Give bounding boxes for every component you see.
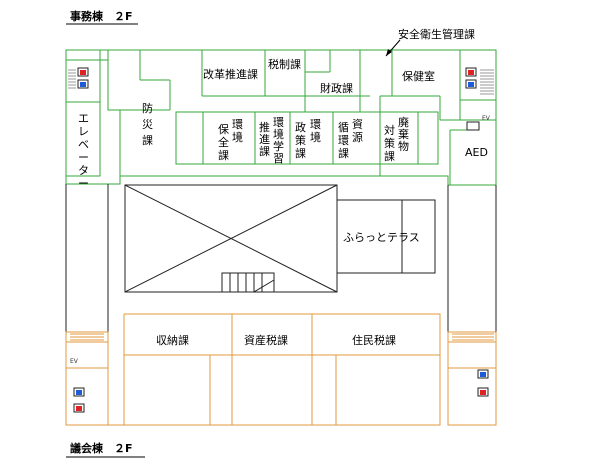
room-shuno: 収納課 <box>156 333 189 347</box>
room-kankyo-gakushu-2-char: 課 <box>259 144 270 158</box>
room-shigen-1-char: 源 <box>352 130 363 144</box>
room-haiki-1-char: 廃 <box>398 115 409 129</box>
room-kankyo-hozen-2-char: 全 <box>218 135 229 149</box>
room-haiki-1-char: 棄 <box>398 127 409 141</box>
room-kankyo-hozen-1-char: 境 <box>232 130 243 144</box>
room-shigen-2-char: 循 <box>338 121 349 134</box>
room-bousai-2: 災 <box>142 118 153 131</box>
room-kankyo-hozen-2-char: 課 <box>218 148 229 162</box>
office-wing <box>65 49 497 186</box>
side-corridors <box>65 184 497 425</box>
elevator-label-char: ベ <box>78 138 89 151</box>
room-kankyo-seisaku-1-char: 境 <box>310 130 321 144</box>
room-kankyo-seisaku-2-char: 課 <box>295 146 306 160</box>
room-kankyo-seisaku-2-char: 政 <box>295 120 306 134</box>
room-kankyo-gakushu-1-char: 環 <box>273 116 284 129</box>
room-bousai-1: 防 <box>142 101 153 115</box>
area-furatto-terrace: ふらっとテラス <box>343 231 420 244</box>
room-kankyo-gakushu-2-char: 進 <box>259 133 270 146</box>
atrium <box>124 184 436 293</box>
room-shigen-2-char: 環 <box>338 134 349 147</box>
elevator-label-char: タ <box>78 164 89 177</box>
restroom-right-bottom <box>477 369 489 397</box>
room-haiki-2-char: 対 <box>384 123 395 137</box>
elevator-label-char: レ <box>78 125 89 138</box>
room-kankyo-gakushu-1-char: 学 <box>273 139 284 153</box>
restroom-right-top <box>465 67 494 95</box>
ev-label-top-right: EV <box>482 115 491 122</box>
room-anzen-eisei: 安全衛生管理課 <box>398 27 475 41</box>
header-council-wing: 議会棟 ２F <box>70 441 133 455</box>
elevator-label-char: ー <box>78 177 89 190</box>
room-kankyo-seisaku-1-char: 環 <box>310 118 321 131</box>
room-kankyo-gakushu-2-char: 推 <box>259 120 270 134</box>
aed-label: AED <box>465 146 488 159</box>
room-zeisei: 税制課 <box>268 57 301 71</box>
header-office-wing: 事務棟 ２F <box>70 9 133 23</box>
room-kankyo-gakushu-1-char: 境 <box>273 127 284 141</box>
room-jumin-zei: 住民税課 <box>352 333 396 347</box>
room-kankyo-seisaku-2-char: 策 <box>295 133 306 147</box>
room-kankyo-hozen-2-char: 保 <box>218 122 229 136</box>
room-hoken: 保健室 <box>402 69 435 83</box>
room-bousai-3: 課 <box>142 133 153 147</box>
elevator-label-char: ー <box>78 151 89 164</box>
room-kankyo-hozen-1-char: 環 <box>232 118 243 131</box>
council-wing <box>65 313 497 426</box>
room-kankyo-gakushu-1-char: 習 <box>273 152 284 165</box>
room-shisan-zei: 資産税課 <box>244 333 288 347</box>
room-kaikaku-suishin: 改革推進課 <box>203 67 258 81</box>
room-haiki-2-char: 策 <box>384 136 395 150</box>
restroom-left-bottom <box>73 387 85 413</box>
room-shigen-1-char: 資 <box>352 118 363 131</box>
room-shigen-2-char: 課 <box>338 146 349 160</box>
restroom-left-top <box>68 67 89 89</box>
elevator-label-char: エ <box>78 112 89 125</box>
room-haiki-1-char: 物 <box>398 139 409 153</box>
ev-label-bottom-left: EV <box>70 358 79 365</box>
room-zaisei: 財政課 <box>320 81 353 95</box>
room-haiki-2-char: 課 <box>384 149 395 163</box>
